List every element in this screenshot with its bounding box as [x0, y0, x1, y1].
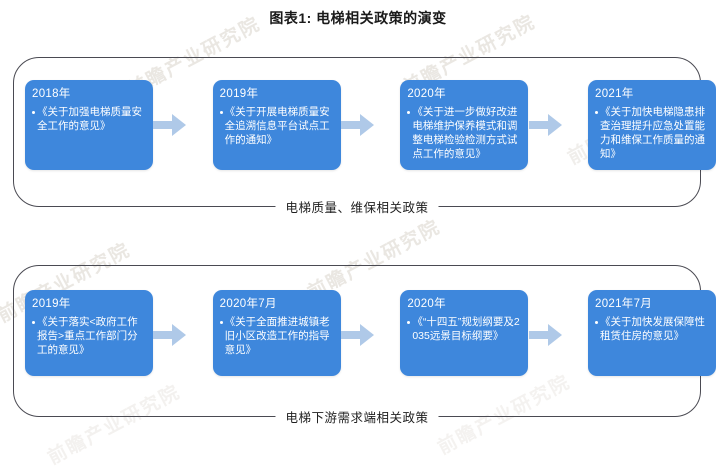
page-title: 图表1: 电梯相关政策的演变 — [269, 10, 447, 26]
node-slot: 2019年 《关于落实<政府工作报告>重点工作部门分工的意见》 — [25, 290, 153, 376]
bullet-dot-icon — [32, 111, 35, 114]
policy-node-year: 2021年7月 — [595, 298, 653, 310]
right-arrow-icon — [528, 324, 562, 346]
bullet-dot-icon — [219, 321, 223, 324]
policy-node-year: 2020年 — [407, 88, 446, 100]
bullet-dot-icon — [407, 321, 411, 324]
policy-node-2021-quality[interactable]: 2021年 《关于加快电梯隐患排查治理提升应急处置能力和维保工作质量的通知》 — [588, 80, 716, 170]
node-slot: 2019年 《关于开展电梯质量安全追溯信息平台试点工作的通知》 — [212, 80, 341, 170]
policy-node-body: 《关于加强电梯质量安全工作的意见》 — [32, 105, 146, 133]
right-arrow-icon — [528, 114, 562, 136]
policy-node-2020-07-demand[interactable]: 2020年7月 《关于全面推进城镇老旧小区改造工作的指导意见》 — [212, 290, 341, 376]
node-slot: 2021年 《关于加快电梯隐患排查治理提升应急处置能力和维保工作质量的通知》 — [588, 80, 716, 170]
arrow-slot — [341, 80, 376, 170]
policy-flow-row-demand: 2019年 《关于落实<政府工作报告>重点工作部门分工的意见》 2020年7月 … — [0, 290, 716, 380]
node-slot: 2021年7月 《关于加快发展保障性租赁住房的意见》 — [588, 290, 716, 376]
right-arrow-icon — [153, 114, 187, 136]
policy-node-text: 《关于落实<政府工作报告>重点工作部门分工的意见》 — [37, 316, 138, 356]
bullet-dot-icon — [595, 111, 599, 114]
policy-node-year: 2019年 — [32, 298, 71, 310]
policy-node-text: 《关于加快发展保障性租赁住房的意见》 — [600, 316, 706, 342]
bullet-dot-icon — [219, 111, 223, 114]
right-arrow-icon — [341, 114, 374, 136]
policy-node-text: 《关于加快电梯隐患排查治理提升应急处置能力和维保工作质量的通知》 — [600, 106, 706, 160]
policy-node-body: 《关于进一步做好改进电梯维护保养模式和调整电梯检验检测方式试点工作的意见》 — [407, 105, 521, 161]
bullet-dot-icon — [595, 321, 599, 324]
policy-node-2018[interactable]: 2018年 《关于加强电梯质量安全工作的意见》 — [25, 80, 153, 170]
policy-flow-row-quality: 2018年 《关于加强电梯质量安全工作的意见》 2019年 《关于开展电梯质量安… — [0, 80, 716, 170]
policy-node-2020-demand[interactable]: 2020年 《“十四五”规划纲要及2035远景目标纲要》 — [400, 290, 529, 376]
bullet-dot-icon — [32, 321, 35, 324]
node-slot: 2018年 《关于加强电梯质量安全工作的意见》 — [25, 80, 153, 170]
bullet-dot-icon — [407, 111, 411, 114]
policy-node-2019-quality[interactable]: 2019年 《关于开展电梯质量安全追溯信息平台试点工作的通知》 — [212, 80, 341, 170]
policy-node-text: 《关于全面推进城镇老旧小区改造工作的指导意见》 — [224, 316, 330, 356]
node-slot: 2020年 《关于进一步做好改进电梯维护保养模式和调整电梯检验检测方式试点工作的… — [400, 80, 529, 170]
policy-node-year: 2020年 — [407, 298, 446, 310]
arrow-slot — [341, 290, 376, 380]
policy-node-2019-demand[interactable]: 2019年 《关于落实<政府工作报告>重点工作部门分工的意见》 — [25, 290, 153, 376]
policy-node-body: 《关于落实<政府工作报告>重点工作部门分工的意见》 — [32, 315, 146, 357]
policy-node-year: 2018年 — [32, 88, 71, 100]
group-caption-quality: 电梯质量、维保相关政策 — [275, 197, 439, 216]
policy-group-container-quality: 电梯质量、维保相关政策 — [13, 57, 701, 216]
arrow-slot — [528, 80, 563, 170]
group-caption-demand: 电梯下游需求端相关政策 — [275, 407, 439, 426]
node-slot: 2020年7月 《关于全面推进城镇老旧小区改造工作的指导意见》 — [212, 290, 341, 376]
arrow-slot — [528, 290, 563, 380]
arrow-slot — [153, 80, 188, 170]
policy-node-2021-07-demand[interactable]: 2021年7月 《关于加快发展保障性租赁住房的意见》 — [588, 290, 716, 376]
policy-node-2020-quality[interactable]: 2020年 《关于进一步做好改进电梯维护保养模式和调整电梯检验检测方式试点工作的… — [400, 80, 529, 170]
policy-node-year: 2020年7月 — [219, 298, 277, 310]
policy-node-text: 《关于开展电梯质量安全追溯信息平台试点工作的通知》 — [224, 106, 330, 146]
policy-node-body: 《关于开展电梯质量安全追溯信息平台试点工作的通知》 — [219, 105, 334, 147]
right-arrow-icon — [153, 324, 187, 346]
policy-node-year: 2019年 — [219, 88, 259, 100]
policy-node-text: 《关于加强电梯质量安全工作的意见》 — [37, 106, 142, 132]
right-arrow-icon — [341, 324, 374, 346]
policy-node-body: 《关于全面推进城镇老旧小区改造工作的指导意见》 — [219, 315, 334, 357]
policy-node-year: 2021年 — [595, 88, 634, 100]
policy-node-body: 《关于加快发展保障性租赁住房的意见》 — [595, 315, 709, 343]
arrow-slot — [153, 290, 188, 380]
policy-node-text: 《“十四五”规划纲要及2035远景目标纲要》 — [412, 316, 520, 342]
policy-node-body: 《关于加快电梯隐患排查治理提升应急处置能力和维保工作质量的通知》 — [595, 105, 709, 161]
policy-node-body: 《“十四五”规划纲要及2035远景目标纲要》 — [407, 315, 521, 343]
node-slot: 2020年 《“十四五”规划纲要及2035远景目标纲要》 — [400, 290, 529, 376]
policy-node-text: 《关于进一步做好改进电梯维护保养模式和调整电梯检验检测方式试点工作的意见》 — [412, 106, 518, 160]
